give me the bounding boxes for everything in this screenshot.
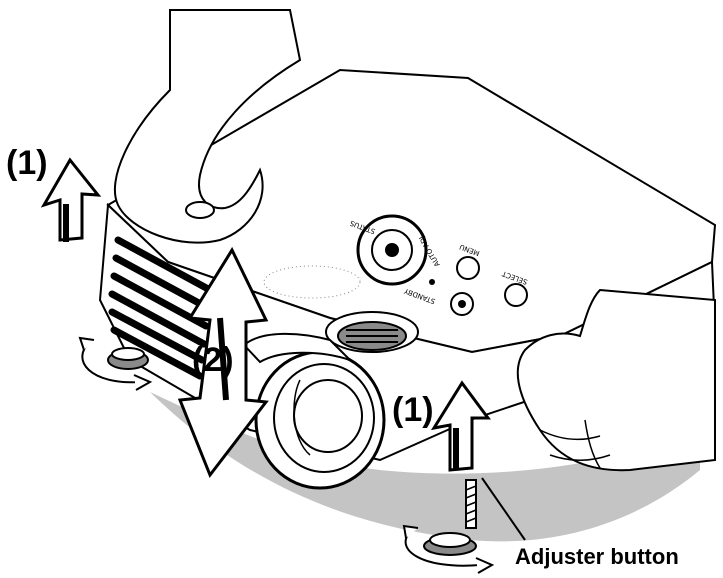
left-hand [113,9,302,244]
callout-step-1-right: (1) [392,391,434,429]
left-thumbnail [185,201,215,219]
left-tilt-foot [107,347,149,370]
callout-adjuster-button: Adjuster button [515,544,679,569]
control-pad [356,214,428,286]
right-hand [516,288,716,472]
speaker-grille [263,265,361,299]
floor-shadow [150,392,700,542]
right-tilt-foot [423,479,477,556]
zoom-focus-rings [325,311,419,353]
lift-arrow-right [430,380,491,472]
tilt-double-arrow-inner [217,317,229,401]
lens-housing [242,332,351,364]
projection-lens [254,350,386,490]
select-led [458,300,466,308]
callout-step-2: (2) [192,341,234,379]
lift-arrow-left [40,157,102,242]
callout-step-1-left: (1) [6,144,48,182]
right-hand-fingers [539,419,611,469]
standby-led [429,279,435,285]
adjuster-leader-line [481,477,526,541]
left-rotation-arrow [78,336,153,391]
right-rotation-arrow [402,524,495,574]
